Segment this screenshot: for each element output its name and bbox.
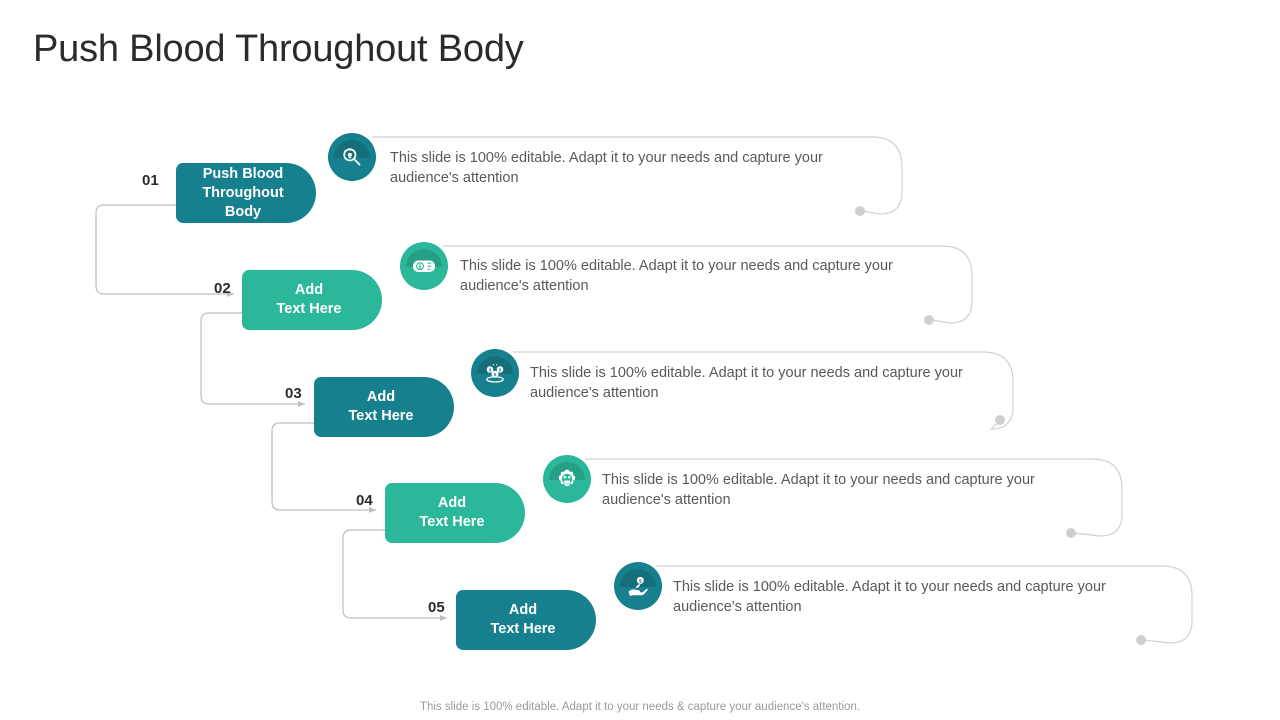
icon-cap — [477, 356, 513, 374]
step-pill-label-2: Add Text Here — [276, 282, 342, 317]
step-pill-label-5: Add Text Here — [490, 602, 556, 637]
coins-stack-icon: $ $ $ — [471, 349, 519, 397]
callout-dot-2 — [924, 315, 934, 325]
footer-note: This slide is 100% editable. Adapt it to… — [419, 701, 861, 713]
step-number-2: 02 — [214, 280, 231, 297]
svg-text:$: $ — [639, 578, 642, 584]
banknote-money-icon: $ — [400, 242, 448, 290]
step-description-2: This slide is 100% editable. Adapt it to… — [460, 258, 893, 294]
svg-text:$: $ — [494, 372, 497, 378]
callout-dot-1 — [855, 206, 865, 216]
step-pill-label-1: Push Blood Throughout Body — [202, 165, 284, 220]
step-number-1: 01 — [142, 172, 159, 189]
step-description-5: This slide is 100% editable. Adapt it to… — [673, 579, 1106, 615]
step-row-1[interactable]: 01 Push Blood Throughout Body This slide… — [0, 0, 1280, 223]
callout-dot-3 — [995, 415, 1005, 425]
step-row-4[interactable]: 04 Add Text Here This slide is 100% edit… — [0, 0, 1280, 543]
step-description-3: This slide is 100% editable. Adapt it to… — [530, 365, 963, 401]
magnifier-idea-icon — [328, 133, 376, 181]
step-pill-2[interactable]: Add Text Here — [242, 270, 382, 330]
step-description-4: This slide is 100% editable. Adapt it to… — [602, 472, 1035, 508]
step-row-3[interactable]: 03 Add Text Here $ $ $ This slide is 100… — [0, 0, 1280, 437]
step-description-1: This slide is 100% editable. Adapt it to… — [390, 150, 823, 186]
step-pill-4[interactable]: Add Text Here — [385, 483, 525, 543]
step-number-4: 04 — [356, 492, 373, 509]
step-number-5: 05 — [428, 599, 445, 616]
svg-text:$: $ — [499, 367, 502, 372]
step-row-5[interactable]: 05 Add Text Here $ This slide is 100% ed… — [0, 0, 1280, 650]
gear-settings-icon — [543, 455, 591, 503]
step-pill-5[interactable]: Add Text Here — [456, 590, 596, 650]
callout-dot-5 — [1136, 635, 1146, 645]
svg-text:$: $ — [489, 367, 492, 372]
page-title: Push Blood Throughout Body — [33, 28, 524, 70]
step-row-2[interactable]: 02 Add Text Here $ This slide is 100% ed… — [0, 0, 1280, 330]
step-pill-1[interactable]: Push Blood Throughout Body — [176, 163, 316, 223]
step-pill-label-4: Add Text Here — [419, 495, 485, 530]
callout-dot-4 — [1066, 528, 1076, 538]
step-pill-3[interactable]: Add Text Here — [314, 377, 454, 437]
step-number-3: 03 — [285, 385, 302, 402]
step-pill-label-3: Add Text Here — [348, 389, 414, 424]
svg-text:$: $ — [419, 264, 422, 270]
hand-holding-money-icon: $ — [614, 562, 662, 610]
